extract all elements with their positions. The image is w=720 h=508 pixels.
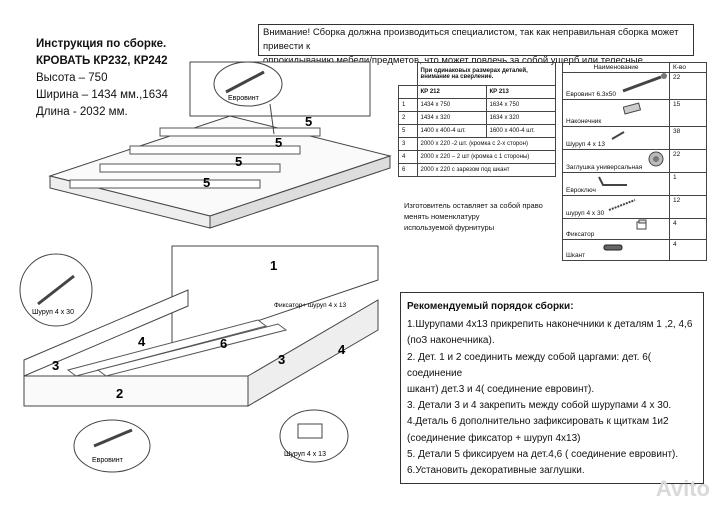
table-row: Фиксатор 4 xyxy=(562,218,707,240)
fixator-icon xyxy=(636,219,647,230)
width-line: Ширина – 1434 мм.,1634 xyxy=(36,89,168,101)
frame-front-shape xyxy=(209,155,391,229)
rail-front-shape xyxy=(247,299,379,407)
parts-table-wrap: Наименование К-во Евровинт 6.3х50 22 Нак… xyxy=(562,62,707,261)
callout-circle xyxy=(73,419,151,473)
slat-shape xyxy=(129,145,301,155)
part-label-5: 5 xyxy=(305,114,312,129)
height-line: Высота – 750 xyxy=(36,72,108,84)
hex-key-icon xyxy=(598,176,627,186)
callout-label: Евровинт xyxy=(228,95,260,102)
steps-title: Рекомендуемый порядок сборки: xyxy=(407,301,574,312)
screw-long-icon xyxy=(608,199,636,211)
part-label-4: 4 xyxy=(338,342,346,357)
fixator-icon xyxy=(297,423,323,439)
part-label-6: 6 xyxy=(220,336,227,351)
slat-shape xyxy=(99,163,281,173)
dims-table-wrap: При одинаковых размерах деталей, внимани… xyxy=(398,62,556,177)
step-line: (соединение фиксатор + шуруп 4х13) xyxy=(407,432,581,444)
part-label-4: 4 xyxy=(138,334,146,349)
top-diagram: Евровинт 5 5 5 5 xyxy=(48,61,392,229)
table-row: Заглушка универсальная 22 xyxy=(562,149,707,173)
part-label-1: 1 xyxy=(270,258,277,273)
assembly-steps: Рекомендуемый порядок сборки: 1.Шурупами… xyxy=(400,292,704,484)
step-line: 1.Шурупами 4х13 прикрепить наконечники к… xyxy=(407,319,693,331)
disclaimer: Изготовитель оставляет за собой право ме… xyxy=(404,201,543,232)
step-line: 5. Детали 5 фиксируем на дет.4,6 ( соеди… xyxy=(407,448,679,460)
watermark-logo: Avito xyxy=(655,476,710,501)
slat-shape xyxy=(159,127,321,137)
part-label-5: 5 xyxy=(275,135,282,150)
step-line: 4.Деталь 6 дополнительно зафиксировать к… xyxy=(407,416,669,428)
cap-icon xyxy=(648,151,664,167)
table-row: Шкант 4 xyxy=(562,239,707,261)
board-shape xyxy=(96,323,288,377)
tip-icon xyxy=(623,102,642,115)
dims-col1: КР 212 xyxy=(416,85,487,99)
part-label-5: 5 xyxy=(235,154,242,169)
step-line: 2. Дет. 1 и 2 соединить между собой царг… xyxy=(407,351,652,379)
dims-col2: КР 213 xyxy=(485,85,556,99)
eurovint-icon xyxy=(225,70,265,94)
table-row: шуруп 4 х 30 12 xyxy=(562,195,707,219)
screw-small-icon xyxy=(611,131,625,140)
screw-long-icon xyxy=(37,274,75,306)
callout-leader xyxy=(269,103,275,135)
warning-box: Внимание! Сборка должна производиться сп… xyxy=(258,24,694,80)
dims-table: При одинаковых размерах деталей, внимани… xyxy=(398,62,556,177)
table-row: Наконечник 15 xyxy=(562,99,707,127)
rail-shape xyxy=(23,289,189,377)
length-line: Длина - 2032 мм. xyxy=(36,106,128,118)
table-row: Евровинт 6.3х50 22 xyxy=(562,72,707,100)
callout-fix-label: Фиксатор+ шуруп 4 х 13 xyxy=(274,302,347,309)
step-line: (поЗ наконечника). xyxy=(407,335,495,347)
part1-shape xyxy=(171,245,379,351)
dowel-icon xyxy=(603,244,623,251)
table-row: Шуруп 4 х 13 38 xyxy=(562,126,707,150)
step-line: 3. Детали 3 и 4 закрепить между собой шу… xyxy=(407,400,672,412)
model-line: КРОВАТЬ КР232, КР242 xyxy=(36,55,168,67)
callout-circle xyxy=(213,61,283,107)
callout-screw-label: Шуруп 4 х 30 xyxy=(32,309,74,316)
warning-line1: Внимание! Сборка должна производиться сп… xyxy=(263,27,679,52)
doc-title: Инструкция по сборке. xyxy=(36,38,167,50)
part-label-5: 5 xyxy=(203,175,210,190)
dims-note: При одинаковых размерах деталей, внимани… xyxy=(416,62,556,86)
step-line: шкант) дет.3 и 4( соединение евровинт). xyxy=(407,384,595,396)
part-label-2: 2 xyxy=(116,386,123,401)
parts-col-name: Наименование xyxy=(562,62,670,73)
step-line: 6.Установить декоративные заглушки. xyxy=(407,465,585,477)
part-label-3: 3 xyxy=(278,352,285,367)
board-shape xyxy=(66,319,268,377)
callout-eurovint-label: Евровинт xyxy=(92,457,124,464)
bottom-diagram: Шуруп 4 х 30 Евровинт Шуруп 4 х 13 Фикса… xyxy=(19,245,379,473)
part2-shape xyxy=(23,375,249,407)
parts-table: Наименование К-во Евровинт 6.3х50 22 Нак… xyxy=(562,62,707,261)
eurovint-icon xyxy=(622,73,667,93)
slat-shape xyxy=(69,179,261,189)
parts-col-qty: К-во xyxy=(669,62,707,73)
eurovint-icon xyxy=(93,428,133,448)
callout-screw13-label: Шуруп 4 х 13 xyxy=(284,451,326,458)
part-label-3: 3 xyxy=(52,358,59,373)
table-row: Евроключ 1 xyxy=(562,172,707,196)
